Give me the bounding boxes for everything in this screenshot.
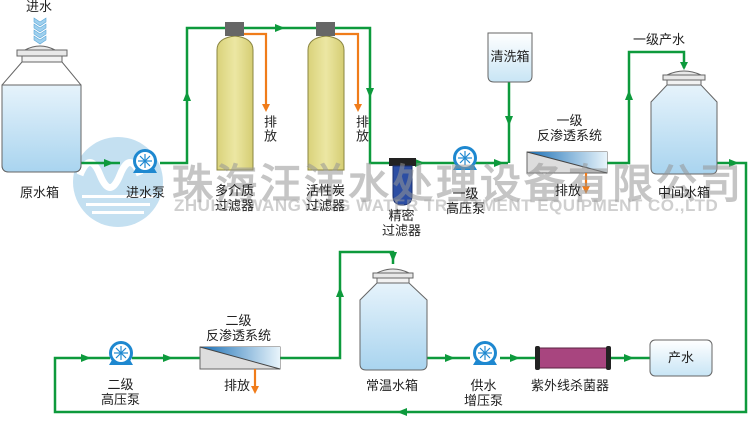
label-line: 高压泵 [446,202,486,217]
product-water-label: 产水 [667,351,694,366]
uv-sterilizer [535,346,611,370]
hp-pump-1-icon [453,146,477,170]
watermark-company-cn: 珠海汪洋水处理设备有限公司 [172,160,744,208]
flow-arrow [163,354,173,362]
label-line: 精密 [388,209,415,224]
label-line: 过滤器 [306,199,346,214]
label-line: 一级 [452,187,479,202]
label-line: 二级 [107,378,134,393]
flow-arrow [397,408,407,416]
drain-1-label: 排放 [261,115,276,143]
raw-tank-label: 原水箱 [20,186,60,201]
multimedia-filter-vessel [216,22,270,171]
feed-pump-label: 进水泵 [126,186,166,201]
label-line: 反渗透系统 [206,329,272,344]
ro-1-product-label: 一级产水 [633,33,686,48]
carbon-filter-label: 活性炭 过滤器 [306,184,345,214]
flow-arrows [81,24,739,416]
feed-pump-icon [133,149,157,173]
inlet-chevron-icon [33,17,47,45]
middle-tank-label: 中间水箱 [658,186,711,201]
flow-arrow [729,159,739,167]
flow-arrow [389,252,397,262]
watermark-company-en: ZHUHAI WANGYANG WATER TREATMENT EQUIPMEN… [174,196,719,215]
flow-arrow [505,116,513,126]
flow-arrow [275,24,285,32]
ro-2-label: 二级 反渗透系统 [206,314,271,344]
label-line: 活性炭 [306,184,346,199]
flow-arrow [510,354,520,362]
label-line: 过滤器 [215,199,255,214]
flow-arrow [625,90,633,100]
ro-1-label: 一级 反渗透系统 [537,114,602,144]
normal-temp-water-tank [359,268,428,371]
drain-2-label: 排放 [353,115,368,143]
label-line: 多介质 [215,184,255,199]
hp-pump-2-icon [109,341,133,365]
normal-tank-label: 常温水箱 [366,379,419,394]
precision-filter-label: 精密 过滤器 [382,209,421,239]
flow-arrow [183,91,191,101]
flow-arrow [680,62,688,70]
label-line: 二级 [225,314,252,329]
cleaning-tank-label: 清洗箱 [490,50,530,65]
flow-arrow [494,159,504,167]
flow-arrow [336,287,344,297]
inlet-label: 进水 [26,0,53,15]
flow-arrow [366,88,374,98]
label-line: 反渗透系统 [537,129,603,144]
label-line: 增压泵 [464,394,504,409]
flow-arrow [104,159,114,167]
uv-sterilizer-label: 紫外线杀菌器 [531,379,610,394]
raw-water-tank [1,45,82,173]
ro-2-membrane [199,346,281,394]
hp-pump-1-label: 一级 高压泵 [446,187,485,217]
label-line: 供水 [470,379,497,394]
multimedia-filter-label: 多介质 过滤器 [215,184,254,214]
ro-1-membrane [526,151,608,194]
booster-pump-label: 供水 增压泵 [464,379,503,409]
label-line: 过滤器 [382,224,422,239]
flow-arrow [445,354,455,362]
product-water-box [649,339,713,377]
ro-2-drain-label: 排放 [224,379,251,394]
ro-1-drain-label: 排放 [555,184,582,199]
precision-filter-vessel [389,158,416,206]
flow-arrow [81,354,91,362]
flow-arrow [415,159,425,167]
flow-arrow [624,354,634,362]
cleaning-tank [487,32,533,83]
middle-water-tank [650,70,718,175]
hp-pump-2-label: 二级 高压泵 [101,378,140,408]
label-line: 高压泵 [101,393,141,408]
pipe-ro1-product [607,50,686,165]
label-line: 一级 [556,114,583,129]
booster-pump-icon [473,341,497,365]
carbon-filter-vessel [307,22,362,171]
